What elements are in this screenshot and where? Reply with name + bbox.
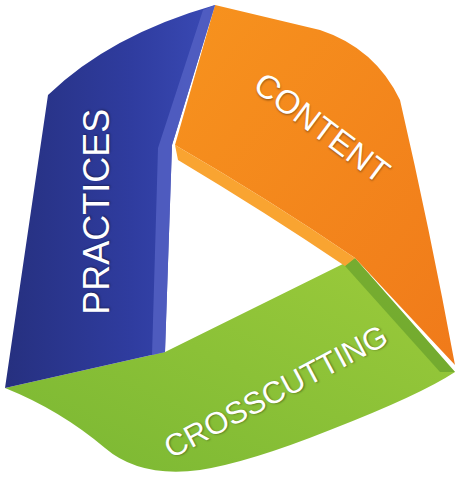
practices-band: PRACTICES	[75, 103, 119, 321]
orange-band-inner	[175, 145, 355, 266]
blue-band	[5, 5, 215, 388]
orange-band	[175, 5, 455, 365]
band-label: PRACTICES	[77, 109, 117, 315]
blue-band-edge	[152, 5, 215, 355]
